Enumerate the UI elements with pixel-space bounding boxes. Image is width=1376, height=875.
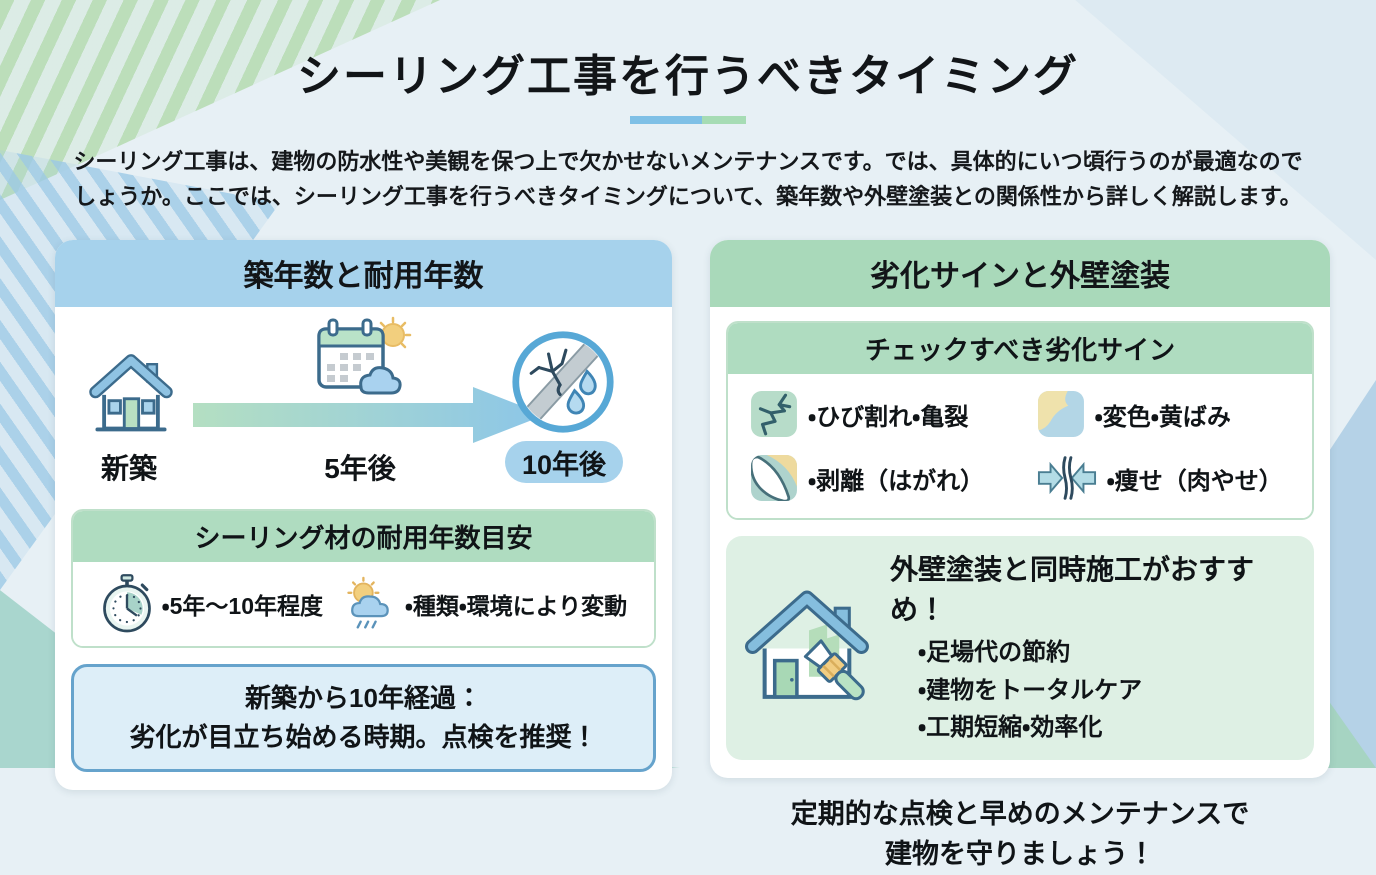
house-icon (89, 354, 173, 432)
panel-building-age: 築年数と耐用年数 新築 (55, 240, 672, 791)
sign-label: ・剥離（はがれ） (808, 467, 985, 495)
sign-item-shrinkage: ・痩せ（肉やせ） (1037, 454, 1302, 502)
recommend-list: ・足場代の節約 ・建物をトータルケア ・工期短縮・効率化 (890, 634, 1304, 746)
intro-line-2: しょうか。ここでは、シーリング工事を行うべきタイミングについて、築年数や外壁塗装… (74, 184, 1302, 210)
timeline-arrow-icon (193, 387, 545, 444)
sign-item-discoloration: ・変色・黄ばみ (1037, 390, 1302, 438)
timeline-label-5years: 5年後 (324, 453, 396, 485)
cracked-sealant-icon (512, 331, 614, 433)
peeling-icon (751, 455, 797, 502)
sign-label: ・ひび割れ・亀裂 (808, 403, 969, 431)
signs-grid: ・ひび割れ・亀裂 ・変色・黄ばみ (728, 374, 1312, 519)
lifespan-box-title: シーリング材の耐用年数目安 (73, 511, 654, 563)
panels-row: 築年数と耐用年数 新築 (0, 240, 1376, 875)
sign-label: ・変色・黄ばみ (1094, 403, 1231, 431)
lifespan-item-variation: ・種類・環境により変動 (405, 593, 628, 620)
panel-deterioration-title: 劣化サインと外壁塗装 (710, 240, 1330, 308)
ten-year-alert-box: 新築から10年経過： 劣化が目立ち始める時期。点検を推奨！ (71, 664, 656, 773)
divider-blue-segment (630, 116, 702, 124)
recommend-item: ・足場代の節約 (918, 639, 1071, 667)
footer-line-2: 建物を守りましょう！ (885, 839, 1155, 870)
lifespan-item-duration: ・5年〜10年程度 (161, 593, 323, 620)
intro-line-1: シーリング工事は、建物の防水性や美観を保つ上で欠かせないメンテナンスです。では、… (73, 149, 1303, 174)
right-column: 劣化サインと外壁塗装 チェックすべき劣化サイン (710, 240, 1330, 875)
discoloration-icon (1037, 391, 1084, 438)
intro-text: シーリング工事は、建物の防水性や美観を保つ上で欠かせないメンテナンスです。では、… (0, 144, 1376, 214)
page-title: シーリング工事を行うべきタイミング (297, 52, 1079, 101)
panel-building-age-title: 築年数と耐用年数 (55, 240, 672, 308)
divider-green-segment (702, 116, 746, 124)
lifespan-box-body: ・5年〜10年程度 ・種類・環境により変動 (73, 562, 654, 647)
footer-note: 定期的な点検と早めのメンテナンスで 建物を守りましょう！ (710, 794, 1330, 875)
stopwatch-icon (102, 574, 151, 633)
sign-label: ・痩せ（肉やせ） (1106, 467, 1283, 495)
recommend-text: 外壁塗装と同時施工がおすすめ！ ・足場代の節約 ・建物をトータルケア ・工期短縮… (890, 548, 1304, 746)
title-divider (0, 116, 1376, 124)
calendar-weather-icon (317, 317, 412, 395)
footer-line-1: 定期的な点検と早めのメンテナンスで (790, 798, 1250, 829)
alert-line-1: 新築から10年経過： (245, 683, 482, 714)
age-timeline: 新築 (55, 313, 672, 497)
recommend-title: 外壁塗装と同時施工がおすすめ！ (890, 554, 1255, 626)
sign-item-peeling: ・剥離（はがれ） (750, 454, 1037, 502)
lifespan-box: シーリング材の耐用年数目安 ・5年〜10年程度 (71, 509, 656, 649)
sun-rain-icon (347, 577, 389, 629)
alert-line-2: 劣化が目立ち始める時期。点検を推奨！ (129, 722, 598, 753)
panel-deterioration: 劣化サインと外壁塗装 チェックすべき劣化サイン (710, 240, 1330, 778)
recommend-item: ・建物をトータルケア (918, 676, 1143, 704)
shrinkage-icon (1037, 456, 1096, 501)
recommend-box: 外壁塗装と同時施工がおすすめ！ ・足場代の節約 ・建物をトータルケア ・工期短縮… (726, 536, 1314, 760)
crack-icon (751, 391, 797, 438)
signs-box-title: チェックすべき劣化サイン (728, 323, 1312, 375)
deterioration-signs-box: チェックすべき劣化サイン ・ひび割れ・亀裂 (726, 321, 1314, 521)
timeline-label-new: 新築 (100, 453, 157, 485)
recommend-item: ・工期短縮・効率化 (918, 713, 1103, 741)
timeline-label-10years: 10年後 (505, 441, 623, 484)
sign-item-crack: ・ひび割れ・亀裂 (750, 390, 1037, 438)
house-paintbrush-icon (744, 590, 869, 701)
